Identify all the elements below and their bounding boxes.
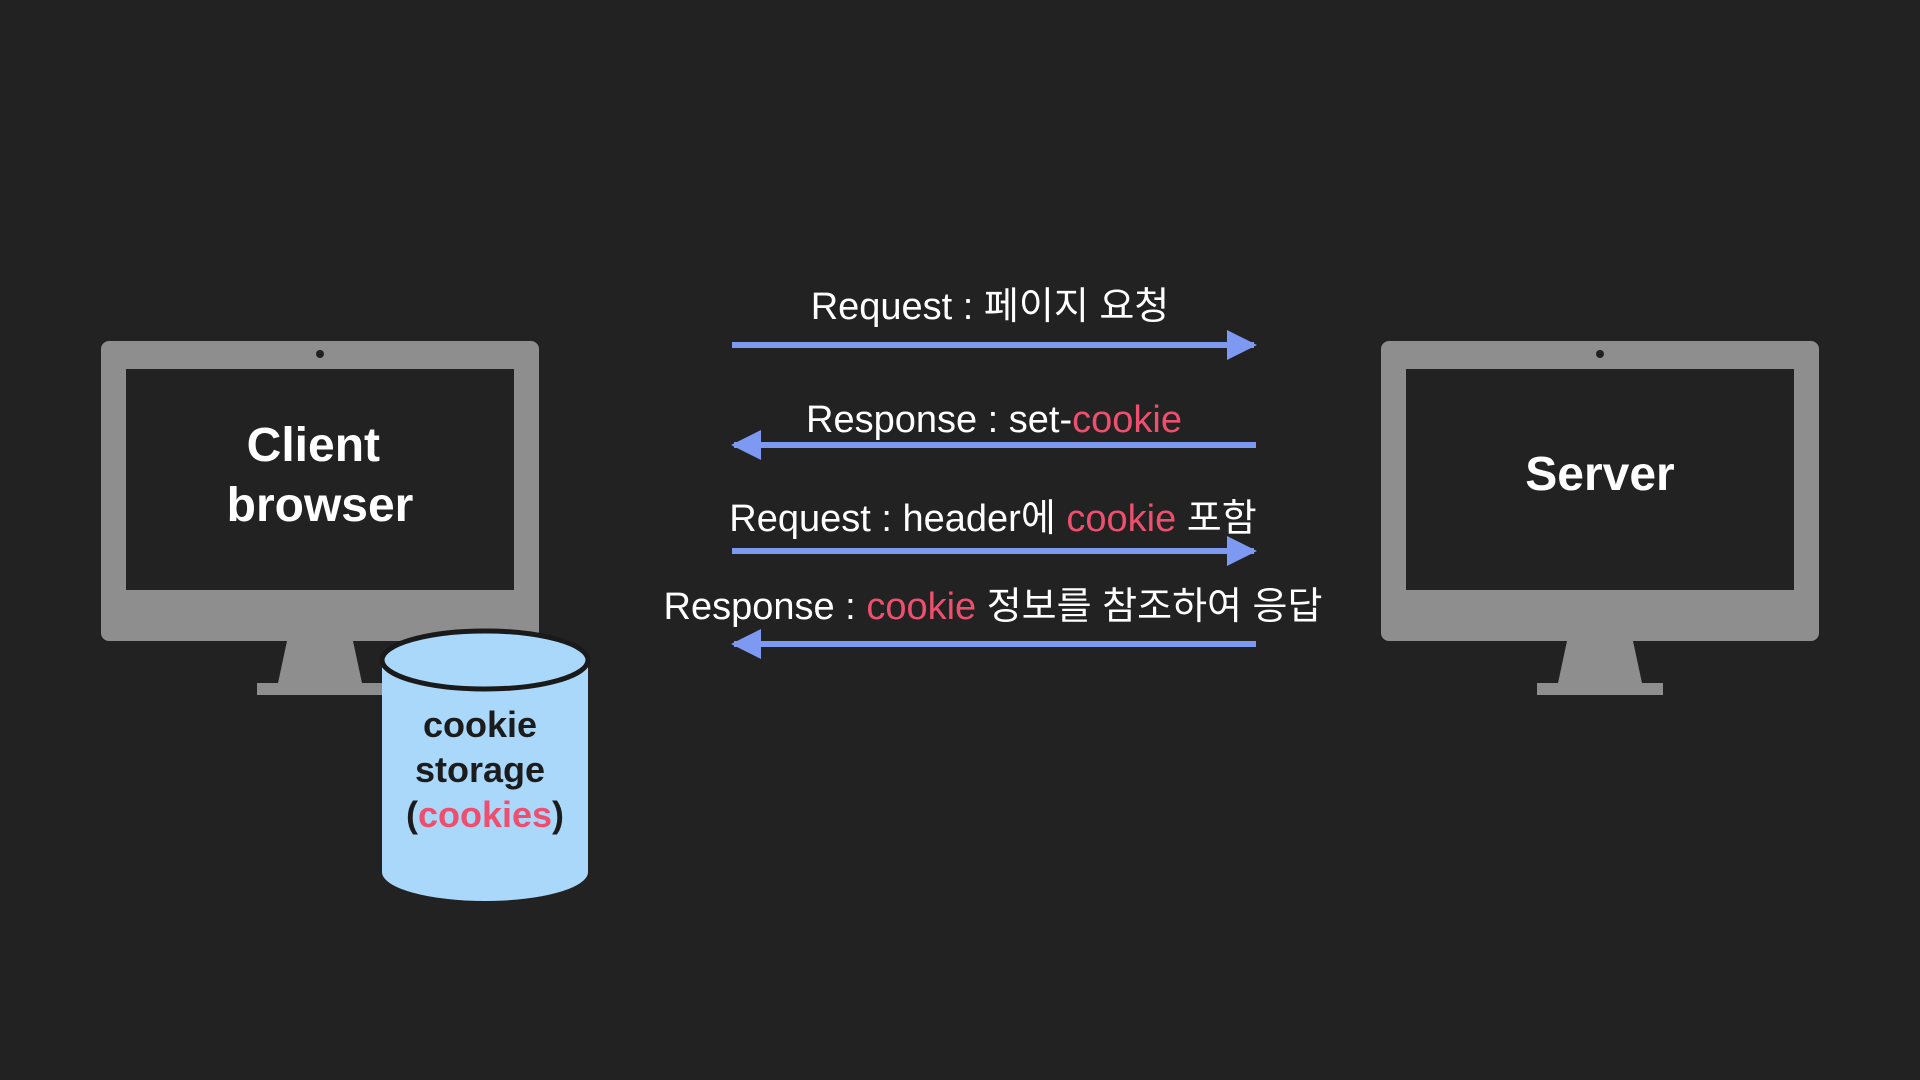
message-4-accent: cookie [866, 586, 976, 628]
cookie-storage-line3-close: ) [552, 794, 564, 835]
cookie-storage-line3-open: ( [406, 794, 418, 835]
server-label: Server [1525, 448, 1674, 501]
message-2-label: Response : set-cookie [806, 399, 1182, 441]
client-monitor-screen [126, 369, 514, 590]
server-monitor-screen [1406, 369, 1794, 590]
message-4: Response : cookie 정보를 참조하여 응답 [664, 586, 1323, 659]
cookie-storage: cookie storage (cookies) [379, 628, 591, 901]
cookie-storage-label: cookie storage (cookies) [406, 704, 564, 835]
message-3-suffix: 포함 [1176, 498, 1256, 540]
client-monitor: Client browser [101, 341, 539, 695]
cookie-storage-line3: (cookies) [406, 794, 564, 835]
cookie-storage-line2: storage [415, 749, 545, 790]
message-1-prefix: Request : 페이지 요청 [811, 286, 1170, 328]
message-3: Request : header에 cookie 포함 [729, 498, 1257, 566]
message-1: Request : 페이지 요청 [732, 286, 1257, 360]
message-2: Response : set-cookie [731, 399, 1256, 460]
server-monitor-neck [1558, 641, 1642, 683]
message-1-label: Request : 페이지 요청 [811, 286, 1170, 328]
server-monitor-base [1537, 683, 1663, 695]
message-4-suffix: 정보를 참조하여 응답 [976, 586, 1322, 628]
message-2-accent: cookie [1072, 399, 1182, 441]
message-2-prefix: Response : set- [806, 399, 1072, 441]
server-monitor-camera [1596, 350, 1604, 358]
client-label-line1: Client [247, 419, 380, 472]
message-4-label: Response : cookie 정보를 참조하여 응답 [664, 586, 1323, 628]
message-4-prefix: Response : [664, 586, 867, 628]
client-monitor-neck [278, 641, 362, 683]
cookie-storage-body [382, 660, 588, 901]
cookie-storage-line1: cookie [423, 704, 537, 745]
cookie-storage-top [379, 628, 591, 692]
server-monitor: Server [1381, 341, 1819, 695]
client-monitor-base [257, 683, 383, 695]
client-label-line2: browser [227, 479, 414, 532]
client-monitor-camera [316, 350, 324, 358]
message-3-accent: cookie [1066, 498, 1176, 540]
client-label: Client browser [227, 419, 414, 532]
cookie-storage-line3-accent: cookies [418, 794, 552, 835]
message-3-label: Request : header에 cookie 포함 [729, 498, 1256, 540]
message-3-prefix: Request : header에 [729, 498, 1066, 540]
